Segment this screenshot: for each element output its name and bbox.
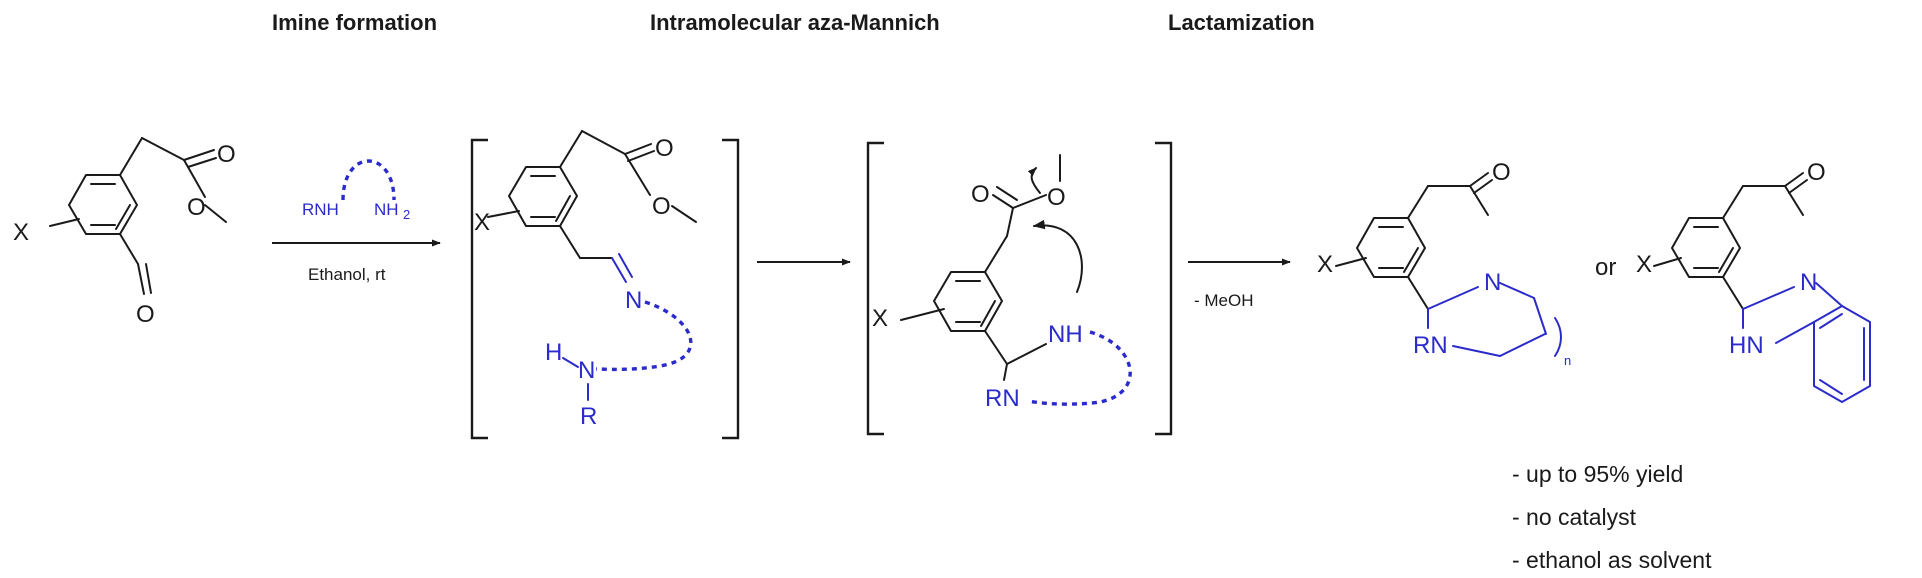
or-label: or [1595,254,1616,281]
ester-o: O [187,194,206,221]
bracket-left-1 [470,138,488,440]
bracket-left-2 [866,141,884,436]
aldehyde-o: O [136,301,155,328]
lactam-n[interactable]: N [1484,269,1501,296]
amine-right-label: NH [374,200,399,219]
note-solvent: - ethanol as solvent [1512,547,1712,573]
bracket-right-2 [1155,141,1173,436]
product-rn[interactable]: RN [1413,332,1448,359]
aza-mannich-intermediate: X O O NH RN [872,154,1132,412]
amine-left-label: RNH [302,200,339,219]
ring-size-n: n [1564,353,1571,368]
substituent-x: X [872,305,888,332]
carbonyl-o: O [655,135,674,162]
note-yield: - up to 95% yield [1512,461,1683,487]
carbonyl-o: O [1492,159,1511,186]
amine-h: H [545,339,562,366]
bracket-right-1 [722,138,740,440]
amine-n[interactable]: N [578,357,595,384]
heading-imine-formation: Imine formation [272,10,437,35]
starting-material: X O O O [13,137,236,328]
heading-aza-mannich: Intramolecular aza-Mannich [650,10,940,35]
substituent-x: X [1317,251,1333,278]
lactam-n[interactable]: N [1800,269,1817,296]
amine-subscript: 2 [403,207,410,222]
note-catalyst: - no catalyst [1512,504,1637,530]
mannich-nh[interactable]: NH [1048,321,1083,348]
substituent-x: X [13,219,29,246]
product-a: X O N RN n [1317,159,1571,368]
ester-o: O [652,193,671,220]
condition-label: Ethanol, rt [308,265,386,284]
byproduct-label: - MeOH [1194,291,1254,310]
substituent-x: X [1636,251,1652,278]
product-b: X O N HN [1636,159,1871,403]
imine-intermediate: X O O N H N R [474,130,697,430]
mannich-rn[interactable]: RN [985,385,1020,412]
carbonyl-o: O [1807,159,1826,186]
amine-r: R [580,403,597,430]
reagent-amine: RNH NH 2 [302,159,410,222]
heading-lactamization: Lactamization [1168,10,1315,35]
product-hn[interactable]: HN [1729,332,1764,359]
carbonyl-o: O [971,181,990,208]
notes-list: - up to 95% yield - no catalyst - ethano… [1512,461,1712,573]
carbonyl-o: O [217,141,236,168]
imine-n[interactable]: N [625,287,642,314]
substituent-x: X [474,209,490,236]
ester-o: O [1047,184,1066,211]
